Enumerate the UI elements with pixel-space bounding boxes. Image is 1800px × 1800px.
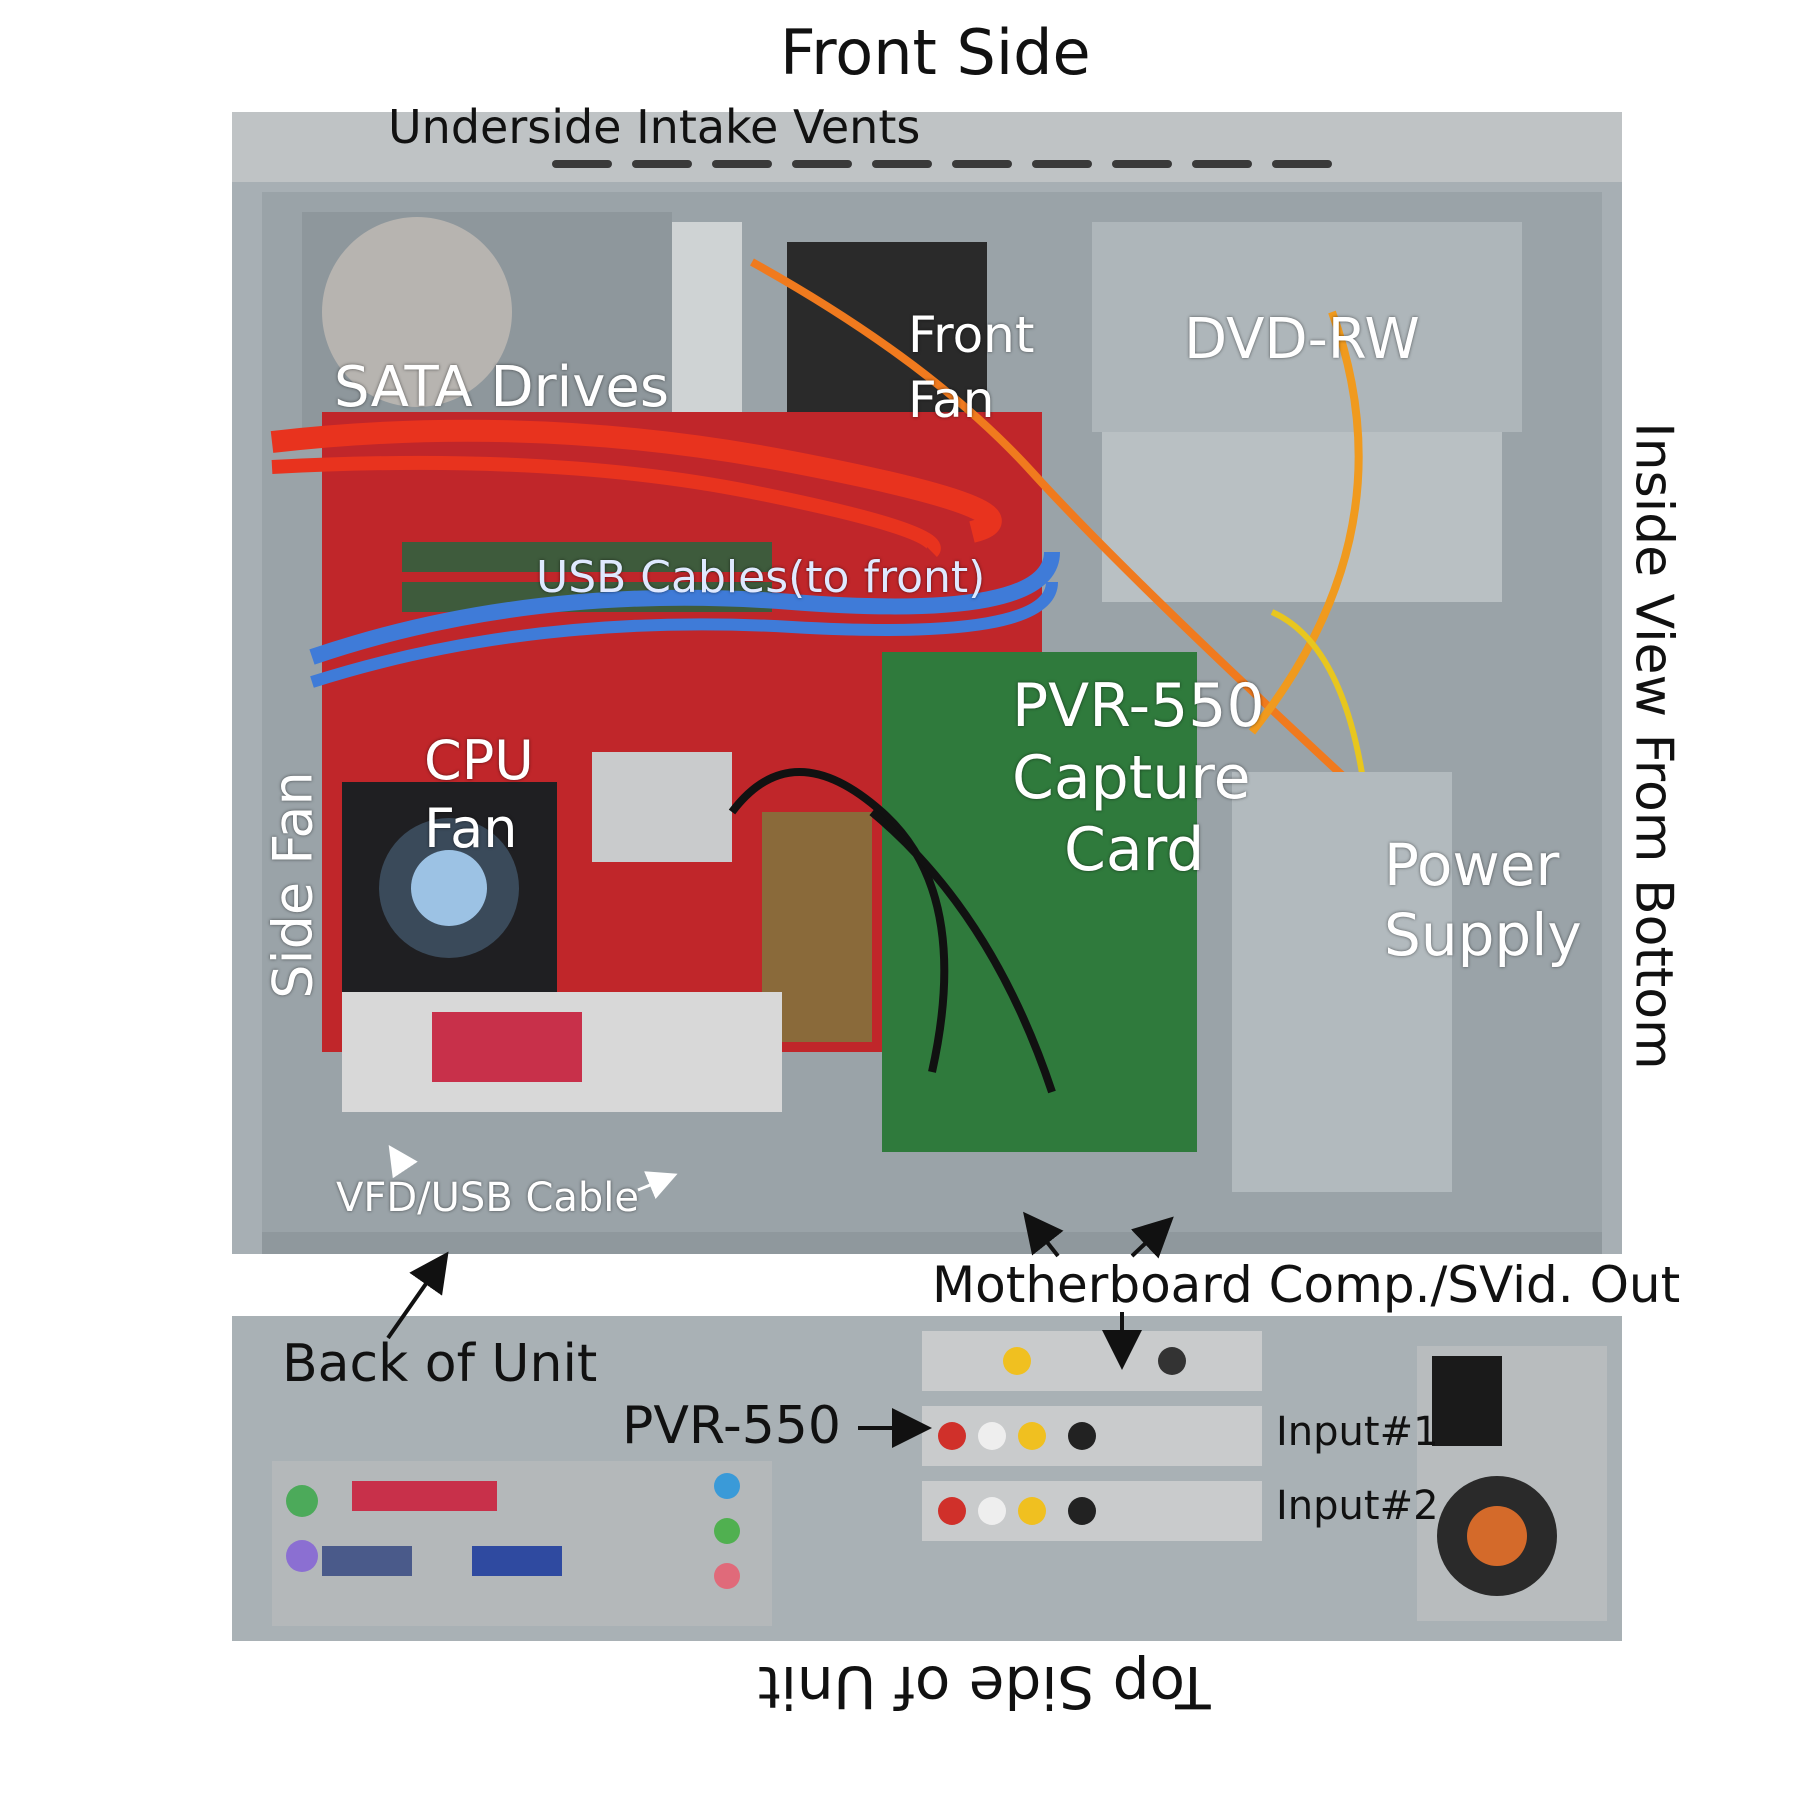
front-side-label: Front Side <box>780 16 1091 89</box>
cpu-fan-label-line2: Fan <box>424 797 518 860</box>
back-of-unit-arrow <box>386 1251 449 1340</box>
vfd-usb-cable-label: VFD/USB Cable <box>336 1175 640 1221</box>
pvr-back-label: PVR-550 <box>622 1396 841 1456</box>
power-supply-label-line1: Power <box>1384 831 1560 899</box>
power-supply-label-line2: Supply <box>1384 901 1582 969</box>
pvr-card-label-line3: Card <box>1064 815 1205 885</box>
front-fan-label-line2: Fan <box>908 371 995 429</box>
sata-drives-label: SATA Drives <box>334 355 669 420</box>
motherboard-out-label: Motherboard Comp./SVid. Out <box>932 1256 1681 1314</box>
pvr-card-label-line1: PVR-550 <box>1012 671 1265 741</box>
vfd-arrow-right <box>637 1171 678 1200</box>
vfd-arrow-left <box>388 1145 418 1179</box>
input1-label: Input#1 <box>1276 1409 1439 1455</box>
front-bezel <box>232 112 1622 182</box>
input2-label: Input#2 <box>1276 1483 1439 1529</box>
usb-cables-label: USB Cables(to front) <box>536 552 986 603</box>
power-supply <box>1232 772 1452 1192</box>
mb-out-arrow-right <box>1130 1216 1174 1259</box>
cpu-fan-label-line1: CPU <box>424 729 534 792</box>
front-fan-label-line1: Front <box>908 306 1035 364</box>
back-of-unit-label: Back of Unit <box>282 1334 598 1394</box>
dvd-rw-label: DVD-RW <box>1184 307 1420 372</box>
back-panel-photo <box>232 1316 1622 1641</box>
intake-vents-label: Underside Intake Vents <box>388 100 921 154</box>
intake-vent-slots <box>552 160 1332 168</box>
dvd-drive <box>1092 222 1522 432</box>
mb-out-arrow-left <box>1023 1211 1064 1258</box>
rca-jacks <box>938 1347 1186 1525</box>
case-interior-photo <box>232 112 1622 1254</box>
pvr-card-label-line2: Capture <box>1012 743 1251 813</box>
